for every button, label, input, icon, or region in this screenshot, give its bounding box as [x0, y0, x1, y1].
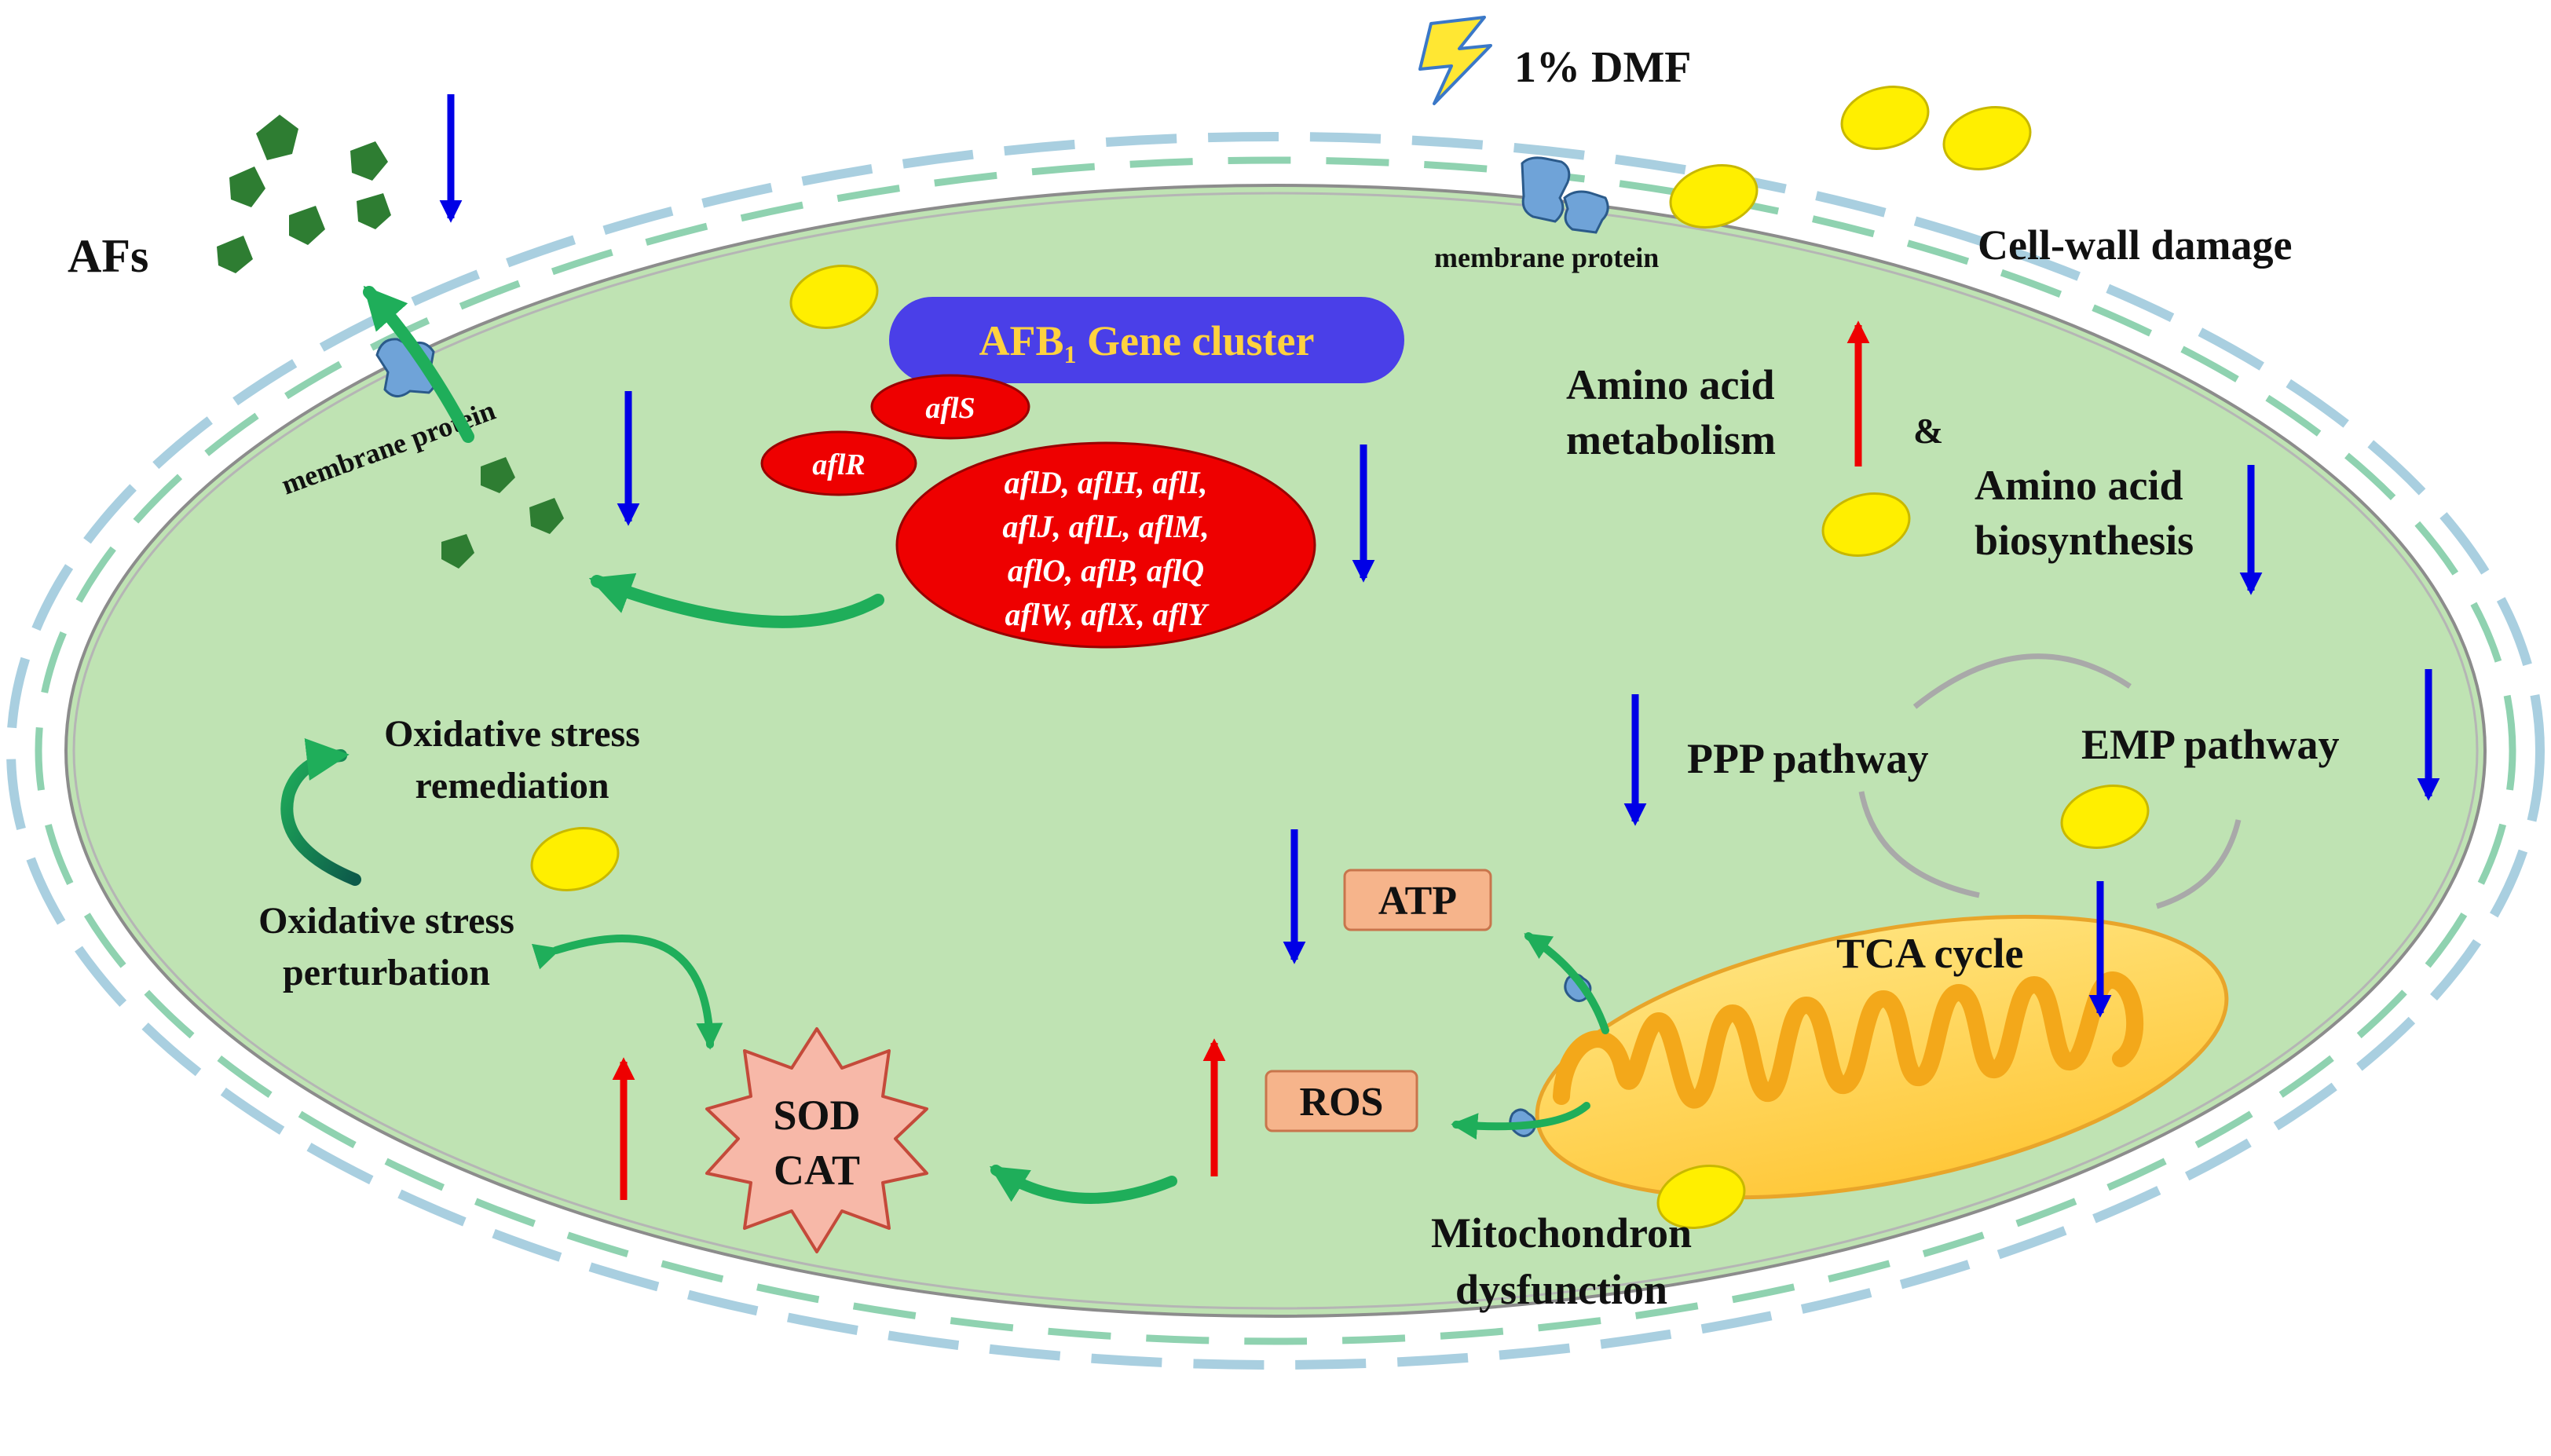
gene-cluster-box — [889, 297, 1404, 383]
aa-metabolism-line2: metabolism — [1566, 416, 1776, 463]
synthesis-arrow — [588, 573, 884, 628]
mito-dysfunction-line1: Mitochondron — [1431, 1209, 1692, 1257]
yellow-droplet-icon — [2060, 785, 2150, 849]
aflatoxin-particle-icon — [529, 498, 564, 534]
genes-line2: aflJ, aflL, aflM, — [1002, 509, 1209, 544]
tca-label: TCA cycle — [1836, 930, 2023, 977]
aflatoxin-particle-icon — [217, 236, 253, 273]
ros-label: ROS — [1300, 1080, 1384, 1125]
gene-cluster-subscript: 1 — [1064, 340, 1077, 368]
dmf-label: 1% DMF — [1514, 43, 1692, 92]
afls-label: aflS — [925, 392, 975, 425]
cell-membrane-line2 — [72, 192, 2479, 1310]
ox-perturbation-line1: Oxidative stress — [258, 900, 514, 942]
mitochondrion-cristae — [1553, 971, 2144, 1109]
aflatoxin-particle-icon — [441, 534, 474, 569]
afs-label: AFs — [68, 230, 148, 282]
ros-release-arrow — [1451, 1102, 1590, 1140]
aa-biosynthesis-line2: biosynthesis — [1975, 517, 2194, 564]
perturbation-enzyme-arrow — [531, 935, 723, 1050]
cat-label: CAT — [774, 1147, 860, 1194]
genes-line3: aflO, aflP, aflQ — [1008, 553, 1204, 588]
atp-release-arrow — [1524, 932, 1609, 1034]
yellow-droplet-icon — [1840, 86, 1930, 150]
aflatoxin-particle-icon — [229, 166, 265, 207]
ox-remediation-line1: Oxidative stress — [384, 713, 640, 755]
afls-blob — [870, 374, 1030, 440]
atp-label: ATP — [1378, 879, 1457, 924]
pathway-cycle-arc-left — [1858, 791, 1980, 898]
aflatoxin-particle-icon — [256, 115, 298, 160]
yellow-droplet-icon — [1669, 164, 1759, 229]
ox-remediation-line2: remediation — [415, 765, 609, 807]
gene-cluster-suffix: Gene cluster — [1077, 317, 1315, 364]
aflatoxin-particle-icon — [357, 193, 391, 229]
cell-wall-outer-dash — [6, 132, 2545, 1370]
aflr-label: aflR — [812, 448, 866, 481]
lightning-bolt-icon — [1418, 16, 1492, 105]
ppp-label: PPP pathway — [1687, 735, 1929, 782]
mito-dysfunction-line2: dysfunction — [1455, 1266, 1667, 1313]
aflatoxin-particle-icon — [289, 206, 325, 245]
aflatoxin-particle-icon — [350, 141, 388, 181]
cell-wall-inner-dash — [35, 156, 2516, 1345]
gene-cluster-label: AFB1 Gene cluster — [979, 317, 1315, 368]
genes-line4: aflW, aflX, aflY — [1005, 597, 1210, 632]
pathway-cycle-arc-right — [2155, 819, 2242, 909]
cell-wall-damage-label: Cell-wall damage — [1978, 221, 2292, 269]
structural-genes-blob — [895, 441, 1316, 649]
atp-box — [1343, 869, 1492, 931]
yellow-droplet-icon — [1942, 106, 2032, 170]
pathway-cycle-arc-top — [1912, 653, 2132, 709]
remediation-curl-arrow — [280, 737, 361, 886]
aa-metabolism-line1: Amino acid — [1566, 361, 1775, 408]
ros-box — [1265, 1070, 1418, 1132]
membrane-protein-icon — [1521, 156, 1609, 234]
yellow-droplet-icon — [530, 827, 620, 891]
cell-membrane-line1 — [64, 184, 2487, 1318]
yellow-droplet-icon — [1821, 492, 1911, 557]
sod-cat-star — [705, 1027, 928, 1253]
ros-to-enzyme-arrow — [989, 1165, 1177, 1204]
aflr-blob — [760, 430, 917, 496]
ampersand: & — [1913, 411, 1943, 451]
aflatoxin-particle-icon — [481, 457, 515, 493]
emp-label: EMP pathway — [2081, 721, 2340, 768]
export-arrow — [363, 285, 474, 443]
ox-perturbation-line2: perturbation — [283, 952, 490, 993]
aa-biosynthesis-line1: Amino acid — [1975, 462, 2183, 509]
yellow-droplet-icon — [789, 265, 879, 329]
sod-label: SOD — [773, 1092, 860, 1139]
membrane-protein-top-label: membrane protein — [1434, 242, 1659, 273]
genes-line1: aflD, aflH, aflI, — [1005, 465, 1208, 500]
yellow-droplet-icon — [1656, 1165, 1746, 1229]
gene-cluster-prefix: AFB — [979, 317, 1064, 364]
mitochondrion — [1535, 914, 2229, 1200]
